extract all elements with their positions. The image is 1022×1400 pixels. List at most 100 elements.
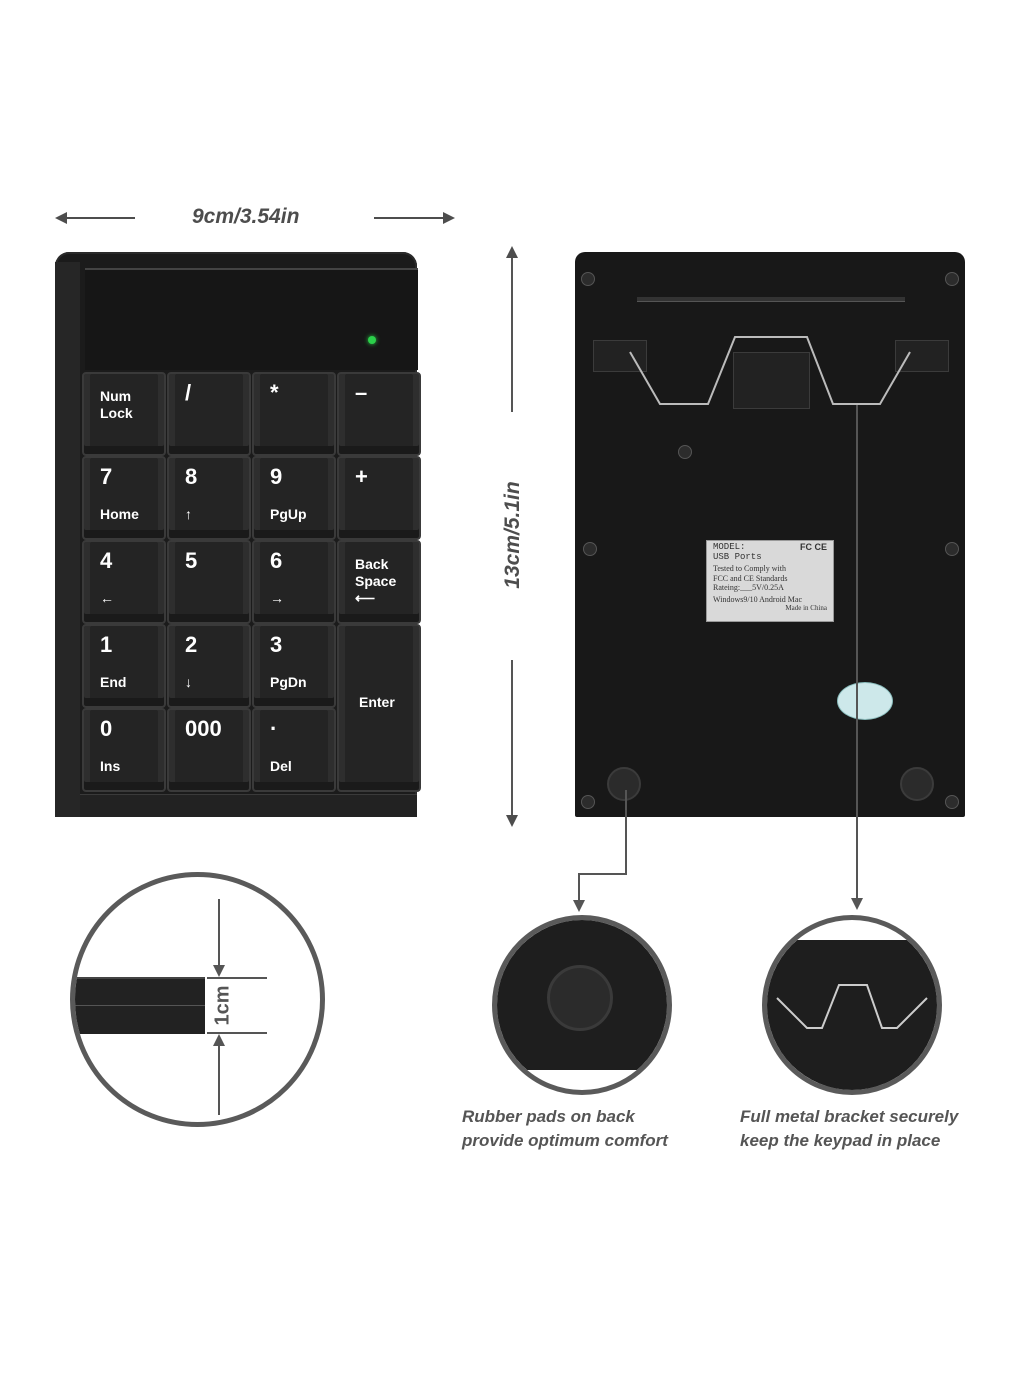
- key-legend: 4: [100, 548, 113, 573]
- arrowhead-down-icon: [506, 815, 518, 827]
- keypad-top-panel: [85, 268, 418, 370]
- label-rating: Rateing:___5V/0.25A: [713, 583, 784, 592]
- key-legend: ·: [270, 716, 278, 741]
- key-6[interactable]: 6→: [252, 540, 336, 624]
- key-5[interactable]: 5: [167, 540, 251, 624]
- label-tested1: Tested to Comply with: [713, 564, 786, 573]
- key-4[interactable]: 4←: [82, 540, 166, 624]
- key-legend: 3: [270, 632, 283, 657]
- pad-callout-line-v: [578, 873, 580, 903]
- key-legend: 7: [100, 464, 113, 489]
- label-ports: USB Ports: [713, 551, 762, 562]
- label-model: MODEL:: [713, 542, 746, 552]
- metal-bracket-icon: [629, 336, 911, 405]
- width-label: 9cm/3.54in: [192, 205, 300, 228]
- arrowhead-down-icon: [573, 900, 585, 912]
- thickness-arrow-bottom: [218, 1045, 220, 1115]
- keypad-back: [575, 252, 965, 817]
- key-legend: Ins: [100, 758, 121, 774]
- bracket-clip-left: [593, 340, 647, 372]
- pad-callout-line: [625, 790, 627, 875]
- key-legend: 6: [270, 548, 283, 573]
- key-legend: PgUp: [270, 506, 307, 522]
- key-legend: 8: [185, 464, 198, 489]
- arrowhead-right-icon: [443, 212, 455, 224]
- rubber-pad-left: [607, 767, 641, 801]
- key-000[interactable]: 000: [167, 708, 251, 792]
- label-os: Windows9/10 Android Mac: [713, 594, 803, 604]
- rubber-pad-right: [900, 767, 934, 801]
- height-label: 13cm/5.1in: [501, 481, 524, 589]
- key-legend: ↓: [185, 674, 192, 690]
- key-dot[interactable]: ·Del: [252, 708, 336, 792]
- thickness-line-top: [207, 977, 267, 979]
- key-numlock[interactable]: Num Lock: [82, 372, 166, 456]
- key-legend: →: [270, 590, 284, 606]
- screw-icon: [945, 795, 959, 809]
- thickness-arrow-top: [218, 899, 220, 969]
- key-legend: 000: [185, 716, 222, 741]
- key-legend: ←: [100, 590, 114, 606]
- qc-sticker: [837, 682, 893, 720]
- thickness-line-bottom: [207, 1032, 267, 1034]
- width-arrow-right: [374, 217, 449, 219]
- key-legend: ↑: [185, 506, 192, 522]
- key-8[interactable]: 8↑: [167, 456, 251, 540]
- keypad-side: [55, 262, 80, 817]
- bracket-clip-right: [895, 340, 949, 372]
- key-legend: PgDn: [270, 674, 307, 690]
- arrowhead-down-icon: [851, 898, 863, 910]
- key-plus[interactable]: +: [337, 456, 421, 540]
- key-legend: 9: [270, 464, 283, 489]
- caption-bracket: Full metal bracket securely keep the key…: [740, 1107, 959, 1150]
- caption-rubber-pads: Rubber pads on back provide optimum comf…: [462, 1107, 668, 1150]
- label-marks: FC CE: [800, 542, 827, 552]
- keypad-bottom-strip: [80, 794, 417, 817]
- screw-icon: [581, 795, 595, 809]
- screw-icon: [583, 542, 597, 556]
- key-2[interactable]: 2↓: [167, 624, 251, 708]
- key-legend: Back Space ⟵: [355, 556, 397, 606]
- key-divide[interactable]: /: [167, 372, 251, 456]
- key-legend: Num Lock: [100, 388, 133, 421]
- arrowhead-up-icon: [506, 246, 518, 258]
- width-arrow-left: [60, 217, 135, 219]
- product-label: MODEL: FC CE USB Ports Tested to Comply …: [706, 540, 834, 622]
- screw-icon: [945, 272, 959, 286]
- key-legend: *: [270, 380, 279, 405]
- key-legend: –: [355, 380, 368, 405]
- key-legend: +: [355, 464, 368, 489]
- screw-icon: [678, 445, 692, 459]
- key-enter[interactable]: Enter: [337, 624, 421, 792]
- back-slot: [637, 297, 905, 302]
- key-legend: /: [185, 380, 192, 405]
- label-origin: Made in China: [785, 604, 827, 612]
- key-minus[interactable]: –: [337, 372, 421, 456]
- rubber-pad-detail-circle: [492, 915, 672, 1095]
- key-legend: 1: [100, 632, 113, 657]
- screw-icon: [581, 272, 595, 286]
- key-legend: Enter: [359, 694, 395, 710]
- height-arrow-bottom: [511, 660, 513, 820]
- bracket-callout-line: [856, 405, 858, 900]
- key-legend: Home: [100, 506, 139, 522]
- arrowhead-down-icon: [213, 965, 225, 977]
- bracket-detail-circle: [762, 915, 942, 1095]
- key-legend: 5: [185, 548, 198, 573]
- arrowhead-up-icon: [213, 1034, 225, 1046]
- bracket-center-block: [733, 352, 810, 409]
- key-multiply[interactable]: *: [252, 372, 336, 456]
- pad-callout-line-h: [578, 873, 627, 875]
- key-backspace[interactable]: Back Space ⟵: [337, 540, 421, 624]
- screw-icon: [945, 542, 959, 556]
- thickness-detail-circle: 1cm: [70, 872, 325, 1127]
- height-arrow-top: [511, 252, 513, 412]
- key-legend: 2: [185, 632, 198, 657]
- thickness-label: 1cm: [211, 985, 234, 1026]
- bracket-closeup-icon: [776, 984, 928, 1029]
